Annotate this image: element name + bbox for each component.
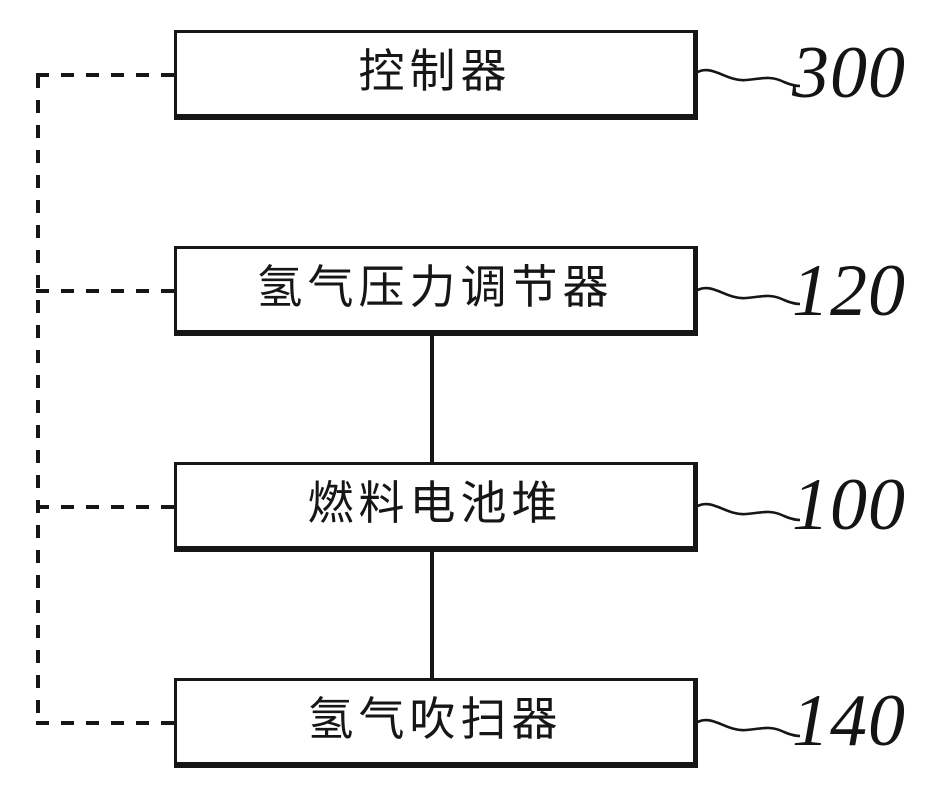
ref-numeral-100: 100 (792, 464, 906, 546)
leader-squiggle-icon (695, 502, 801, 522)
node-box-controller: 控制器 (174, 30, 698, 120)
node-label: 氢气吹扫器 (307, 693, 563, 745)
leader-squiggle-icon (695, 718, 801, 738)
node-label: 氢气压力调节器 (256, 261, 614, 313)
node-box-hydrogen-pressure-regulator: 氢气压力调节器 (174, 246, 698, 336)
ref-numeral-300: 300 (792, 32, 906, 114)
node-label: 燃料电池堆 (307, 477, 563, 529)
node-box-hydrogen-purger: 氢气吹扫器 (174, 678, 698, 768)
ref-numeral-120: 120 (792, 250, 906, 332)
ref-numeral-140: 140 (792, 680, 906, 762)
node-label: 控制器 (358, 45, 512, 97)
leader-squiggle-icon (695, 286, 801, 306)
node-box-fuel-cell-stack: 燃料电池堆 (174, 462, 698, 552)
leader-squiggle-icon (695, 68, 801, 88)
